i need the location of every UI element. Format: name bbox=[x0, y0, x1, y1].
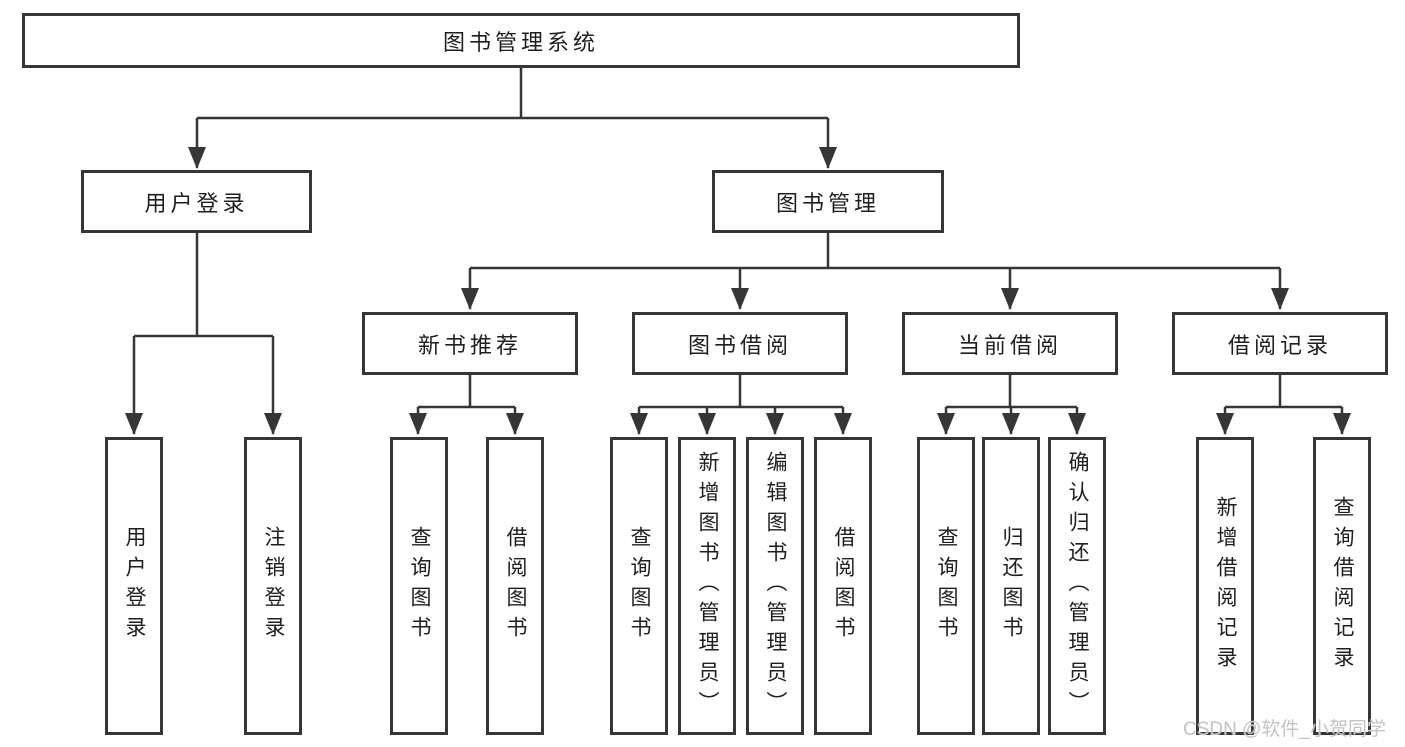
node-leaf-logout-login: 注销登录 bbox=[244, 437, 302, 735]
node-leaf-query-borrow-record-label: 查询借阅记录 bbox=[1331, 496, 1354, 676]
node-leaf-user-login: 用户登录 bbox=[105, 437, 163, 735]
node-leaf-query-books-borrowing-label: 查询图书 bbox=[628, 526, 651, 646]
node-leaf-add-borrow-record-label: 新增借阅记录 bbox=[1214, 496, 1237, 676]
node-leaf-borrow-books-recommend-label: 借阅图书 bbox=[504, 526, 527, 646]
node-library-management-system: 图书管理系统 bbox=[22, 13, 1020, 68]
node-leaf-edit-books-admin-label: 编辑图书（管理员） bbox=[764, 451, 787, 721]
node-leaf-query-books-current-label: 查询图书 bbox=[935, 526, 958, 646]
node-leaf-user-login-label: 用户登录 bbox=[123, 526, 146, 646]
node-leaf-query-books-borrowing: 查询图书 bbox=[610, 437, 668, 735]
node-leaf-add-books-admin-label: 新增图书（管理员） bbox=[696, 451, 719, 721]
edge-trunks bbox=[134, 68, 1342, 409]
node-leaf-confirm-return-admin: 确认归还（管理员） bbox=[1048, 437, 1106, 735]
node-leaf-edit-books-admin: 编辑图书（管理员） bbox=[746, 437, 804, 735]
node-leaf-query-borrow-record: 查询借阅记录 bbox=[1313, 437, 1371, 735]
node-current-borrowing: 当前借阅 bbox=[902, 312, 1118, 375]
node-leaf-query-books-current: 查询图书 bbox=[917, 437, 975, 735]
node-leaf-borrow-books-borrowing: 借阅图书 bbox=[814, 437, 872, 735]
node-leaf-borrow-books-borrowing-label: 借阅图书 bbox=[832, 526, 855, 646]
node-leaf-query-books-recommend-label: 查询图书 bbox=[408, 526, 431, 646]
node-leaf-return-books: 归还图书 bbox=[982, 437, 1040, 735]
node-leaf-return-books-label: 归还图书 bbox=[1000, 526, 1023, 646]
csdn-watermark: CSDN @软件_小贺同学 bbox=[1183, 719, 1386, 740]
node-leaf-borrow-books-recommend: 借阅图书 bbox=[486, 437, 544, 735]
node-new-book-recommendation: 新书推荐 bbox=[362, 312, 578, 375]
node-book-management: 图书管理 bbox=[712, 170, 944, 233]
node-book-borrowing: 图书借阅 bbox=[632, 312, 848, 375]
node-leaf-add-books-admin: 新增图书（管理员） bbox=[678, 437, 736, 735]
node-leaf-logout-login-label: 注销登录 bbox=[262, 526, 285, 646]
node-leaf-confirm-return-admin-label: 确认归还（管理员） bbox=[1066, 451, 1089, 721]
node-user-login: 用户登录 bbox=[81, 170, 312, 233]
node-borrowing-records: 借阅记录 bbox=[1172, 312, 1388, 375]
node-leaf-query-books-recommend: 查询图书 bbox=[390, 437, 448, 735]
node-leaf-add-borrow-record: 新增借阅记录 bbox=[1196, 437, 1254, 735]
